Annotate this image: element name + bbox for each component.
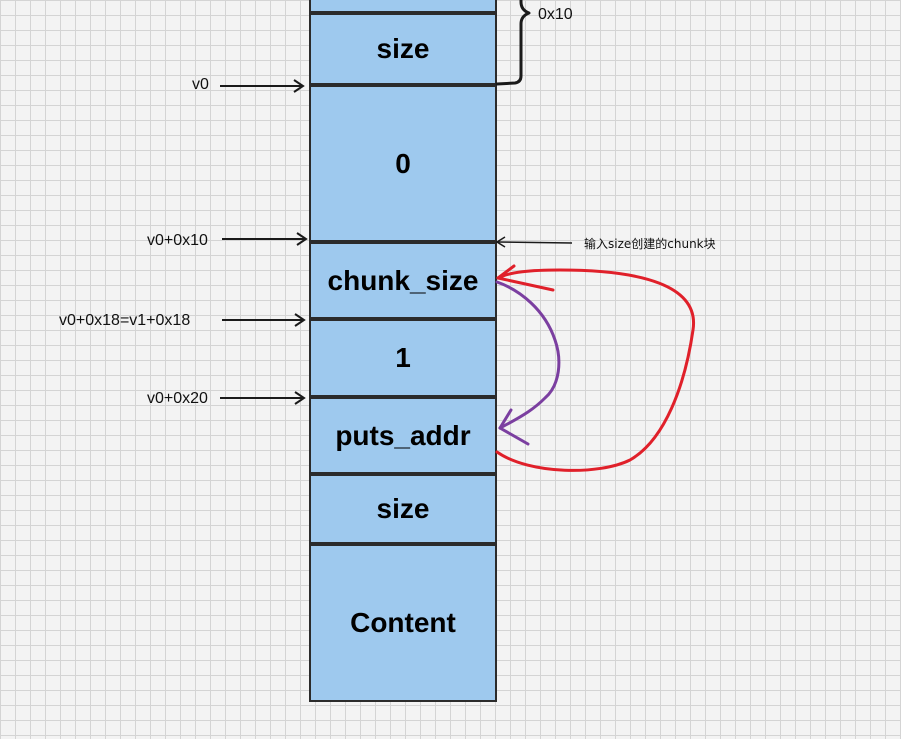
pointer-arrow-v0-plus-0x18 — [222, 313, 306, 327]
red-curved-arrow — [495, 268, 695, 472]
offset-brace — [495, 0, 531, 86]
pointer-label-v0-plus-0x10: v0+0x10 — [147, 232, 208, 249]
chunk-note-label: 输入size创建的chunk块 — [584, 237, 716, 251]
memory-block-zero: 0 — [309, 85, 497, 242]
pointer-arrow-v0 — [220, 79, 305, 93]
red-arrow-head — [496, 264, 555, 292]
memory-block-top-partial — [309, 0, 497, 13]
memory-block-one: 1 — [309, 319, 497, 397]
pointer-label-v0: v0 — [192, 76, 209, 93]
memory-block-chunk-size: chunk_size — [309, 242, 497, 319]
chunk-note-arrow — [495, 236, 573, 248]
pointer-arrow-v0-plus-0x10 — [222, 232, 308, 246]
memory-block-size-top: size — [309, 13, 497, 85]
purple-arrow-head — [498, 408, 530, 446]
memory-block-puts-addr: puts_addr — [309, 397, 497, 474]
pointer-label-v0-plus-0x18: v0+0x18=v1+0x18 — [59, 312, 191, 329]
pointer-label-v0-plus-0x20: v0+0x20 — [147, 390, 208, 407]
memory-block-size-bottom: size — [309, 474, 497, 544]
pointer-arrow-v0-plus-0x20 — [220, 391, 306, 405]
memory-block-content: Content — [309, 544, 497, 702]
purple-curved-arrow — [495, 280, 561, 430]
brace-offset-label: 0x10 — [538, 6, 573, 23]
